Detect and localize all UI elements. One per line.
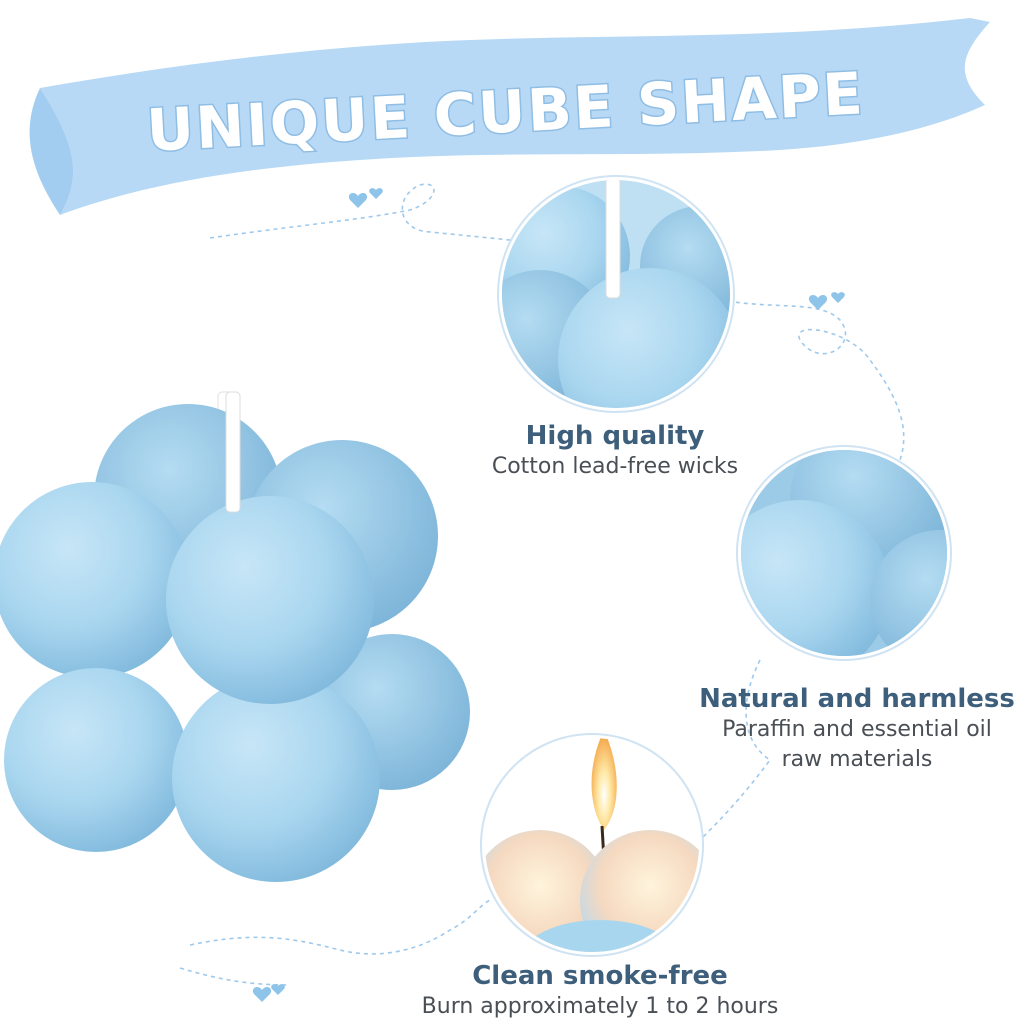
feature-subtitle-line2: raw materials bbox=[781, 747, 933, 772]
banner-title-art: UNIQUE CUBE SHAPE bbox=[144, 58, 868, 167]
decorative-hearts bbox=[252, 188, 845, 1002]
feature-subtitle: Burn approximately 1 to 2 hours bbox=[421, 994, 779, 1019]
detail-circle-wick bbox=[497, 175, 735, 413]
feature-subtitle: Cotton lead-free wicks bbox=[491, 454, 739, 479]
bubble-candle bbox=[0, 391, 470, 882]
banner-ribbon bbox=[29, 18, 990, 215]
detail-circle-texture bbox=[736, 445, 952, 661]
feature-title: Clean smoke-free bbox=[472, 961, 728, 991]
banner-title-text: UNIQUE CUBE SHAPE bbox=[145, 59, 866, 165]
detail-circle-flame bbox=[480, 733, 704, 957]
banner-title: UNIQUE CUBE SHAPE bbox=[0, 0, 1024, 205]
dashed-connectors bbox=[179, 183, 905, 986]
feature-title: High quality bbox=[525, 421, 705, 451]
feature-title: Natural and harmless bbox=[699, 684, 1015, 714]
feature-high-quality: High quality Cotton lead-free wicks bbox=[470, 420, 760, 482]
feature-natural-harmless: Natural and harmless Paraffin and essent… bbox=[690, 683, 1024, 775]
feature-subtitle: Paraffin and essential oil bbox=[722, 717, 992, 742]
feature-clean-smoke-free: Clean smoke-free Burn approximately 1 to… bbox=[400, 960, 800, 1022]
